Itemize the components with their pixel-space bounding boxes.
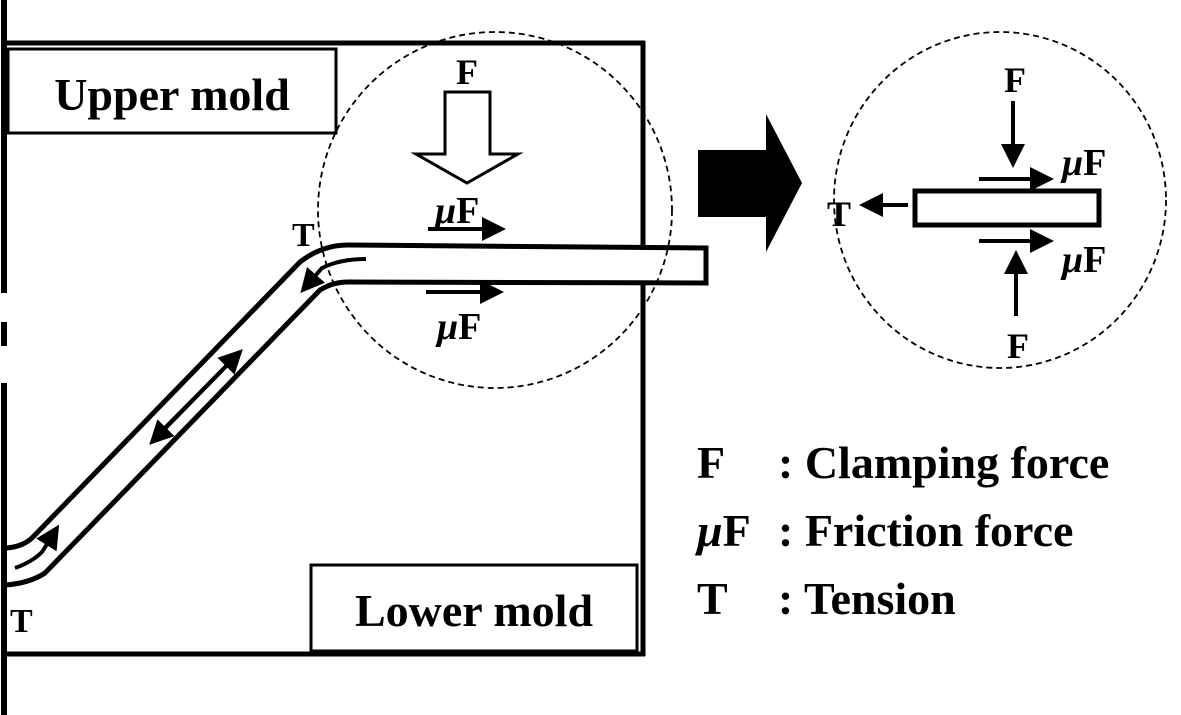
- friction-f-symbol: F: [456, 190, 479, 232]
- legend-symbol: F: [697, 437, 725, 488]
- legend-description: : Clamping force: [778, 437, 1109, 488]
- legend-mu: μ: [695, 505, 723, 556]
- svg-text:μF: μF: [695, 505, 751, 556]
- focus-circle: [317, 31, 673, 389]
- sheet-flow-arrows: [14, 257, 367, 570]
- detail-tension-label: T: [827, 194, 851, 234]
- svg-text:T: T: [697, 573, 728, 624]
- svg-text:μF: μF: [1060, 239, 1106, 281]
- detail-clamp-top-label: F: [1004, 60, 1026, 100]
- upper-mold-box: Upper mold: [6, 47, 338, 135]
- legend-symbol: F: [723, 505, 751, 556]
- detail-sheet: [912, 188, 1102, 228]
- friction-f-symbol: F: [1083, 142, 1106, 184]
- clamp-force-label: F: [456, 52, 478, 92]
- legend-description: : Tension: [778, 573, 956, 624]
- svg-text:μF: μF: [435, 306, 481, 348]
- lower-mold-box: Lower mold: [309, 563, 639, 653]
- detail-view: F μF μF F T: [827, 31, 1167, 369]
- detail-clamp-bottom-label: F: [1007, 326, 1029, 366]
- upper-mold-label: Upper mold: [54, 69, 290, 120]
- mu-symbol: μ: [433, 190, 456, 232]
- friction-f-symbol: F: [1083, 239, 1106, 281]
- sheet-plate: [5, 242, 709, 588]
- friction-f-symbol: F: [458, 306, 481, 348]
- friction-bottom: μF: [426, 280, 504, 348]
- legend: F : Clamping force μF : Friction force T…: [695, 437, 1109, 624]
- tension-bottom-label: T: [10, 603, 33, 640]
- svg-text:μF: μF: [1060, 142, 1106, 184]
- tension-arrow-bottom-bend: [14, 524, 60, 570]
- svg-text:F: F: [697, 437, 725, 488]
- mold-frame: [4, 40, 646, 657]
- legend-item-friction: μF : Friction force: [695, 505, 1073, 556]
- mu-symbol: μ: [1060, 239, 1083, 281]
- legend-item-tension: T : Tension: [697, 573, 956, 624]
- clamping-force-arrow: F: [410, 52, 524, 185]
- tension-arrow-top-bend: [300, 257, 367, 294]
- mu-symbol: μ: [1060, 142, 1083, 184]
- mu-symbol: μ: [435, 306, 458, 348]
- friction-top: μF: [428, 190, 506, 241]
- lower-mold-label: Lower mold: [355, 585, 594, 636]
- legend-symbol: T: [697, 573, 728, 624]
- legend-item-clamping: F : Clamping force: [697, 437, 1109, 488]
- detail-circle: [833, 31, 1167, 369]
- legend-description: : Friction force: [778, 505, 1073, 556]
- slide-arrow-down: [149, 350, 242, 445]
- tension-top-label: T: [292, 217, 315, 254]
- svg-text:μF: μF: [433, 190, 479, 232]
- zoom-arrow-icon: [698, 114, 802, 252]
